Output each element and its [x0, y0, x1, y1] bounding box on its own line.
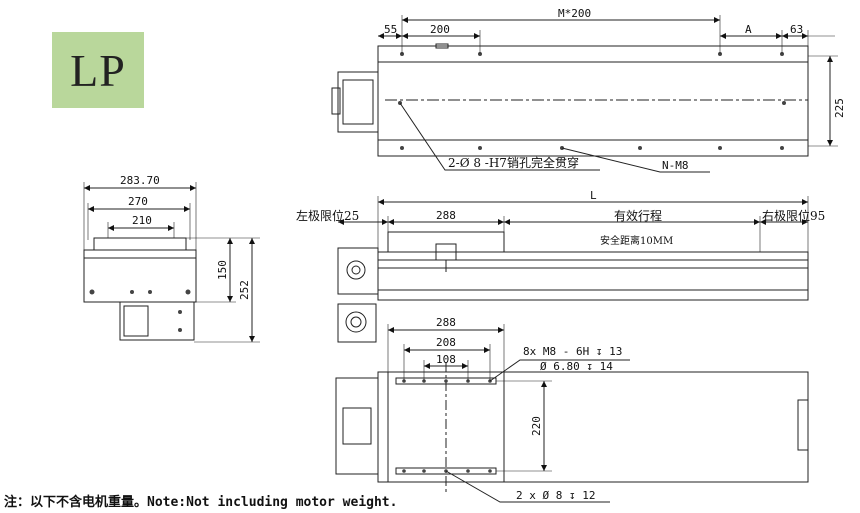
dim-225: 225 [833, 98, 846, 118]
dim-283-70: 283.70 [120, 174, 160, 187]
end-motor [119, 301, 195, 341]
right-limit-label: 右极限位95 [762, 208, 825, 223]
side-end-block [337, 247, 379, 295]
top-view [331, 15, 838, 173]
thread-callout: N-M8 [662, 159, 689, 172]
top-motor [337, 71, 379, 133]
end-view [83, 182, 260, 343]
dim-210: 210 [132, 214, 152, 227]
side-carriage [387, 231, 505, 253]
dim-a: A [745, 23, 752, 36]
side-dim-288: 288 [436, 209, 456, 222]
footer-note: 注：以下不含电机重量。Note:Not including motor weig… [4, 495, 398, 510]
dim-150: 150 [216, 260, 229, 280]
bottom-motor [335, 377, 379, 475]
pin-hole-callout: 2-Ø 8 -H7销孔完全贯穿 [448, 155, 579, 170]
bottom-dim-208: 208 [436, 336, 456, 349]
pin-callout: 2 x Ø 8 ↧ 12 [516, 489, 595, 502]
side-view-body [377, 251, 809, 301]
dim-252: 252 [238, 280, 251, 300]
bottom-dim-108: 108 [436, 353, 456, 366]
dim-200: 200 [430, 23, 450, 36]
dim-m-times-200: M*200 [558, 7, 591, 20]
hole-thread-callout: 8x M8 - 6H ↧ 13 [523, 345, 622, 358]
side-view [337, 196, 809, 343]
bottom-view-body [377, 371, 809, 483]
logo-text: LP [70, 44, 126, 96]
dim-55: 55 [384, 23, 397, 36]
dim-270: 270 [128, 195, 148, 208]
side-motor [337, 303, 377, 343]
hole-drill-callout: Ø 6.80 ↧ 14 [540, 360, 613, 373]
carriage-view [335, 324, 809, 503]
dim-63: 63 [790, 23, 803, 36]
left-limit-label: 左极限位25 [296, 208, 359, 223]
logo-badge: LP [52, 32, 144, 108]
stroke-label: 有效行程 [614, 208, 662, 223]
dim-l: L [590, 189, 597, 202]
bottom-dim-220: 220 [530, 416, 543, 436]
bottom-dim-288: 288 [436, 316, 456, 329]
safe-distance-label: 安全距离10MM [600, 234, 673, 247]
